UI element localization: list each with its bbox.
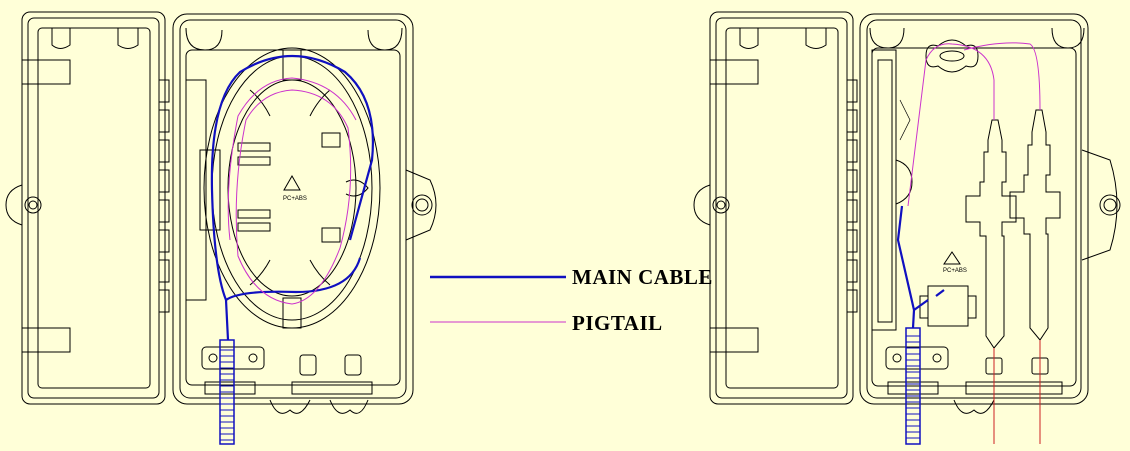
left-box-assembly: PC+ABS [5,11,437,445]
main-cable-gland-left [219,339,235,445]
main-cable-route-right [896,205,945,329]
main-cable-route-left [210,55,374,341]
left-base: PC+ABS [172,13,437,445]
pigtail-route-left [235,89,352,305]
left-lid [5,11,170,405]
recycle-mark-right: PC+ABS [943,268,967,274]
legend-main-cable-label: MAIN CABLE [572,265,713,289]
sc-adapter-1 [965,119,1017,375]
right-box-assembly: PC+ABS [693,11,1121,445]
pigtail-route-right [907,42,1041,207]
right-lid [693,11,858,405]
sc-adapter-2 [1009,109,1061,375]
legend: MAIN CABLE PIGTAIL [430,265,713,335]
right-base: PC+ABS [859,13,1121,445]
legend-pigtail-label: PIGTAIL [572,311,663,335]
recycle-mark-left: PC+ABS [283,196,307,202]
